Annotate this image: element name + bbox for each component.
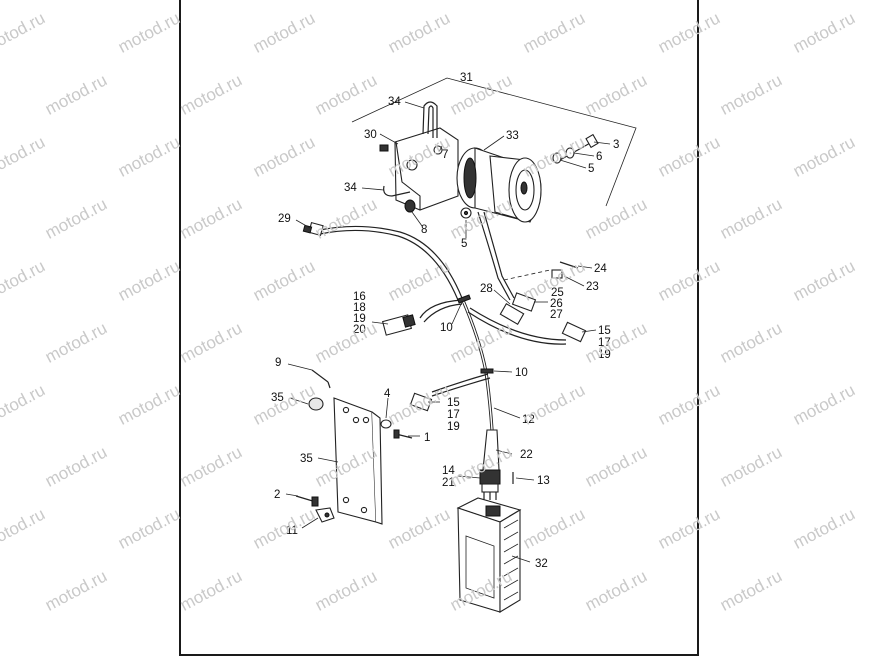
callout-7: 7: [442, 149, 448, 161]
mounting-plate: [295, 397, 413, 525]
callout-33: 33: [506, 130, 519, 142]
callout-25: 25: [551, 287, 564, 299]
callout-5-lower: 5: [461, 238, 467, 250]
wiring-harness: [319, 211, 567, 500]
callout-6: 6: [596, 151, 602, 163]
callout-27: 27: [550, 309, 563, 321]
callout-17-lower: 17: [447, 409, 460, 421]
horn-assembly: [379, 101, 599, 223]
leader-lines: [285, 101, 611, 563]
callout-labels: 31 34 30 7 33 3 6 5 34 8 5 29 24 25 23 2…: [271, 72, 619, 570]
callout-20: 20: [353, 324, 366, 336]
callout-24: 24: [594, 263, 607, 275]
callout-22: 22: [520, 449, 533, 461]
control-module: [456, 497, 522, 613]
callout-35-spacer: 35: [271, 392, 284, 404]
callout-1: 1: [424, 432, 430, 444]
callout-3: 3: [613, 139, 619, 151]
callout-4: 4: [384, 388, 391, 400]
callout-10-lower: 10: [515, 367, 528, 379]
callout-31: 31: [460, 72, 473, 84]
callout-5-right: 5: [588, 163, 594, 175]
callout-11: 11: [286, 525, 298, 537]
callout-19-left: 19: [353, 313, 366, 325]
callout-26: 26: [550, 298, 563, 310]
callout-2: 2: [274, 489, 280, 501]
connectors: [302, 221, 587, 484]
callout-15-lower: 15: [447, 397, 460, 409]
callout-9: 9: [275, 357, 281, 369]
callout-17-right: 17: [598, 337, 611, 349]
callout-10-upper: 10: [440, 322, 453, 334]
callout-12: 12: [522, 414, 535, 426]
callout-13: 13: [537, 475, 550, 487]
callout-19-right: 19: [598, 349, 611, 361]
callout-8: 8: [421, 224, 427, 236]
callout-15-right: 15: [598, 325, 611, 337]
assembly-bracket-31: [351, 77, 637, 207]
callout-29: 29: [278, 213, 291, 225]
callout-16: 16: [353, 291, 366, 303]
callout-14: 14: [442, 465, 455, 477]
callout-35-plate: 35: [300, 453, 313, 465]
callout-21: 21: [442, 477, 455, 489]
callout-30: 30: [364, 129, 377, 141]
callout-28: 28: [480, 283, 493, 295]
diagram-frame: [179, 0, 699, 656]
callout-34-top: 34: [388, 96, 401, 108]
callout-32: 32: [535, 558, 548, 570]
callout-19-lower: 19: [447, 421, 460, 433]
callout-23: 23: [586, 281, 599, 293]
callout-18: 18: [353, 302, 366, 314]
callout-34-lower: 34: [344, 182, 357, 194]
